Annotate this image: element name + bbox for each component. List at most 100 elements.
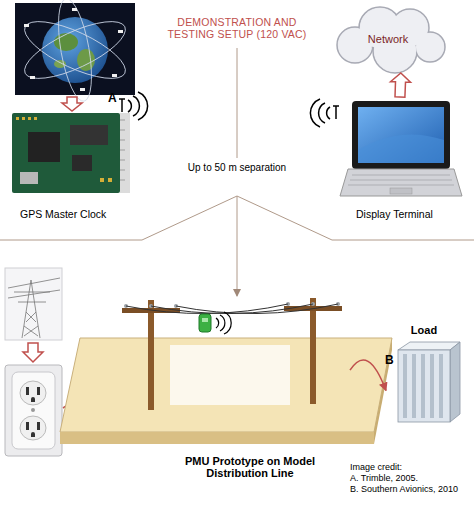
gps-satellites <box>18 10 133 89</box>
transmission-tower <box>5 268 62 340</box>
wireless-symbol <box>119 92 148 120</box>
gps-satellites <box>24 24 29 27</box>
gps-satellites <box>52 0 98 104</box>
wall-outlet <box>5 365 62 456</box>
gps-satellites <box>42 17 108 83</box>
wall-outlet <box>31 432 35 437</box>
network-cloud <box>338 8 444 72</box>
load-cabinet <box>398 342 460 350</box>
load-cabinet <box>439 354 443 418</box>
model-board <box>60 338 392 444</box>
wall-outlet <box>37 387 40 395</box>
wireless-symbol <box>333 105 339 107</box>
utility-poles <box>148 300 154 410</box>
wall-outlet <box>26 387 40 437</box>
gps-satellites <box>30 76 35 79</box>
laptop <box>348 175 454 185</box>
gps-board <box>22 117 25 120</box>
gps-satellites <box>18 0 133 104</box>
gps-board <box>16 117 19 120</box>
model-board <box>60 338 392 432</box>
laptop <box>358 107 444 163</box>
wall-outlet <box>26 387 29 395</box>
gps-board <box>70 125 108 145</box>
gps-satellites <box>24 8 123 91</box>
transmission-tower <box>8 290 60 298</box>
wireless-symbol <box>121 99 123 112</box>
gps-board <box>34 117 37 120</box>
gps-board <box>120 140 125 141</box>
model-board <box>170 345 290 405</box>
device-box: GPS Master Clock <box>8 108 136 222</box>
model-line-box: PMU Prototype on Model Distribution Line <box>60 300 350 480</box>
wireless-symbol <box>310 99 339 127</box>
separator-lines <box>332 240 474 241</box>
gps-board <box>120 113 130 193</box>
transmission-tower <box>24 326 38 336</box>
wall-outlet <box>20 381 46 405</box>
laptop <box>390 188 412 194</box>
gps-board <box>120 180 125 181</box>
pmu-device <box>202 318 208 322</box>
wireless-symbol <box>138 92 148 120</box>
gps-board <box>120 170 125 171</box>
gps-board <box>16 117 112 182</box>
wireless-symbol <box>216 318 219 328</box>
gps-board <box>28 132 60 162</box>
wireless-symbol <box>220 315 225 331</box>
gps-board <box>100 178 104 182</box>
separator-lines <box>237 196 332 240</box>
wall-outlet <box>37 422 40 430</box>
load-cabinet <box>430 354 434 418</box>
wall-outlet <box>31 408 35 412</box>
node-label: Load <box>411 322 437 337</box>
transmission-tower <box>18 302 46 303</box>
wall-outlet <box>26 422 29 430</box>
laptop <box>340 101 462 196</box>
transmission-tower <box>5 268 62 340</box>
load-cabinet <box>412 354 416 418</box>
gps-board <box>120 130 125 131</box>
wireless-symbol <box>310 99 320 127</box>
load-box: Load <box>386 322 462 426</box>
utility-poles <box>126 304 338 314</box>
gps-satellites <box>15 3 135 95</box>
transmission-tower <box>26 312 36 322</box>
diagram-title: DEMONSTRATION AND TESTING SETUP (120 VAC… <box>160 16 314 40</box>
transmission-tower <box>8 278 60 288</box>
pmu-device <box>199 314 211 332</box>
gps-board <box>120 160 125 161</box>
wireless-symbol <box>216 312 231 334</box>
gps-board <box>120 150 125 151</box>
laptop <box>348 185 454 186</box>
gps-board <box>120 120 125 121</box>
load-cabinet <box>398 350 450 422</box>
callout-letter: B <box>385 354 394 368</box>
node-label: Display Terminal <box>338 208 433 222</box>
pmu-device <box>199 314 211 332</box>
network-cloud <box>337 7 445 73</box>
wall-outlet <box>12 372 55 449</box>
block-arrow <box>391 73 411 97</box>
block-arrow <box>62 97 82 111</box>
gps-satellites <box>112 74 117 77</box>
separator-lines <box>142 196 237 240</box>
laptop <box>358 134 444 163</box>
laptop <box>352 101 450 169</box>
utility-poles <box>310 298 316 404</box>
network-cloud <box>416 33 444 61</box>
wireless-symbol <box>119 98 125 100</box>
curved-arrow <box>350 360 386 391</box>
load-cabinet <box>403 354 443 418</box>
node-label: GPS Master Clock <box>8 208 106 222</box>
transmission-tower <box>24 326 38 336</box>
load-cabinet <box>403 354 407 418</box>
wall-outlet <box>20 416 46 440</box>
block-arrow <box>23 343 43 362</box>
laptop <box>352 175 450 176</box>
model-board <box>60 432 374 444</box>
gps-board <box>20 172 38 184</box>
separator-lines <box>237 196 238 296</box>
